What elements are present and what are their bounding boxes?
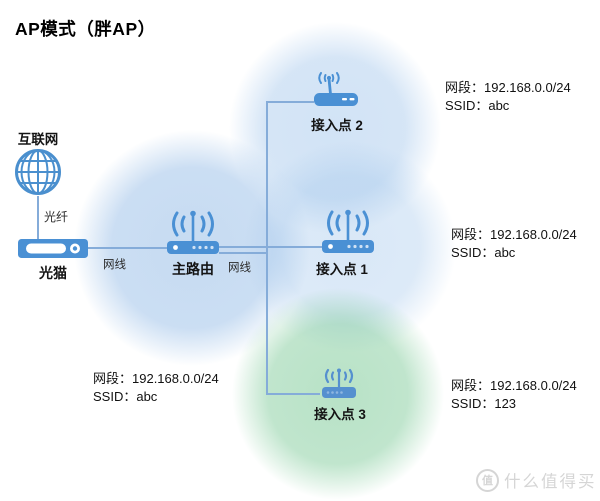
watermark: 值 什么值得买 bbox=[476, 468, 597, 492]
cable-modem-router bbox=[88, 247, 167, 249]
router-icon bbox=[167, 205, 219, 260]
cable-trunk-ap2 bbox=[267, 101, 314, 103]
cable-router-trunk bbox=[219, 252, 267, 254]
modem-icon bbox=[18, 239, 88, 263]
ap1-ssid: SSID：abc bbox=[451, 244, 516, 260]
modem-label: 光猫 bbox=[39, 265, 67, 281]
router-label: 主路由 bbox=[172, 261, 214, 277]
internet-label: 互联网 bbox=[17, 132, 59, 147]
router-ssid: SSID：abc bbox=[93, 388, 158, 404]
ap2-icon bbox=[314, 70, 358, 112]
router-network-info: 网段：192.168.0.0/24 SSID：abc bbox=[93, 370, 219, 405]
fiber-line bbox=[37, 196, 39, 240]
smzdm-logo-icon: 值 bbox=[476, 468, 499, 492]
cable-trunk-ap3 bbox=[267, 393, 320, 395]
watermark-text: 什么值得买 bbox=[504, 473, 597, 491]
ap1-label: 接入点 1 bbox=[316, 262, 368, 277]
cable-trunk-vertical bbox=[266, 101, 268, 395]
ap2-subnet: 网段：192.168.0.0/24 bbox=[445, 80, 571, 95]
ap3-label: 接入点 3 bbox=[314, 407, 366, 422]
ap1-subnet: 网段：192.168.0.0/24 bbox=[451, 227, 577, 242]
router-subnet: 网段：192.168.0.0/24 bbox=[93, 371, 219, 386]
ap3-ssid: SSID：123 bbox=[451, 395, 517, 411]
ap1-network-info: 网段：192.168.0.0/24 SSID：abc bbox=[451, 226, 577, 261]
cable-label-left: 网线 bbox=[103, 259, 126, 271]
ap3-network-info: 网段：192.168.0.0/24 SSID：123 bbox=[451, 377, 577, 412]
ap3-subnet: 网段：192.168.0.0/24 bbox=[451, 378, 577, 393]
fiber-label: 光纤 bbox=[44, 210, 69, 224]
page-title: AP模式（胖AP） bbox=[15, 19, 156, 39]
ap2-label: 接入点 2 bbox=[311, 118, 363, 133]
cable-router-ap1 bbox=[219, 246, 323, 248]
ap1-icon bbox=[322, 204, 374, 259]
ap2-ssid: SSID：abc bbox=[445, 97, 510, 113]
ap2-network-info: 网段：192.168.0.0/24 SSID：abc bbox=[445, 79, 571, 114]
globe-icon bbox=[14, 148, 62, 201]
ap3-icon bbox=[320, 365, 358, 404]
cable-label-right: 网线 bbox=[228, 262, 251, 274]
